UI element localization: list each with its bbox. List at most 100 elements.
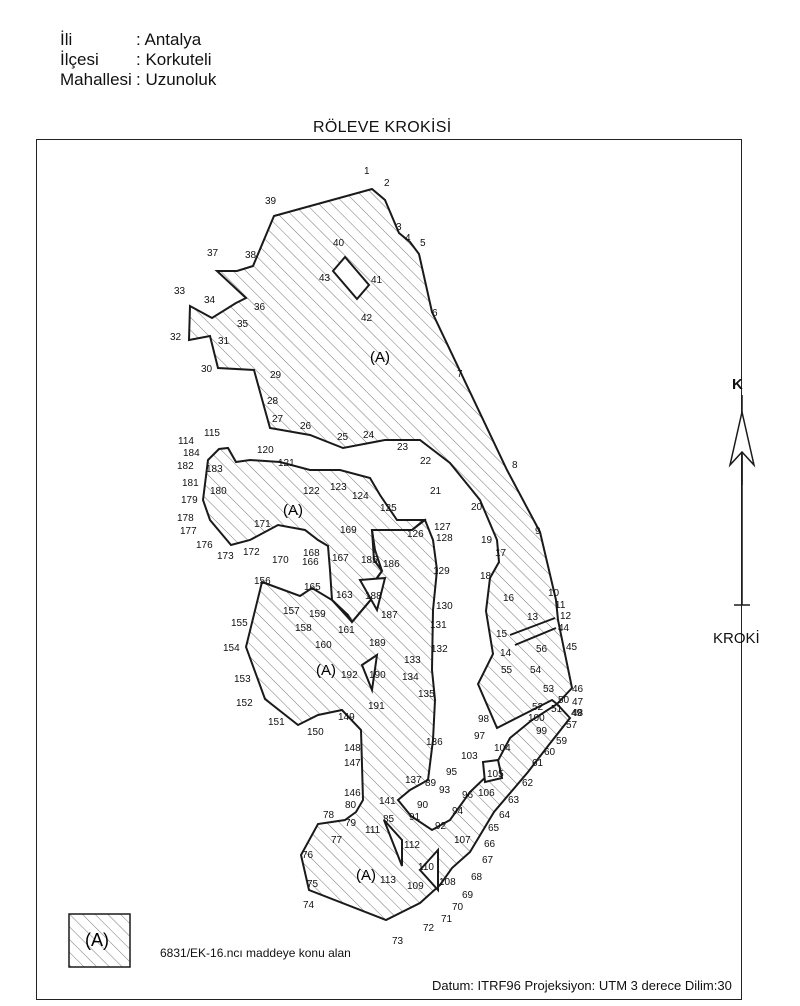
- datum-info: Datum: ITRF96 Projeksiyon: UTM 3 derece …: [432, 978, 732, 993]
- map-title: RÖLEVE KROKİSİ: [313, 119, 452, 136]
- point-label: 37: [207, 248, 219, 259]
- point-label: 187: [381, 610, 398, 621]
- point-label: 152: [236, 698, 253, 709]
- point-label: 5: [420, 238, 426, 249]
- point-label: 151: [268, 717, 285, 728]
- north-arrow-icon: [728, 395, 756, 606]
- point-label: 189: [369, 638, 386, 649]
- point-label: 90: [417, 800, 429, 811]
- point-label: 172: [243, 547, 260, 558]
- point-label: 131: [430, 620, 447, 631]
- point-label: 110: [418, 862, 434, 873]
- point-label: 14: [500, 648, 512, 659]
- point-label: 113: [380, 875, 396, 886]
- point-label: 64: [499, 810, 511, 821]
- point-label: 16: [503, 593, 515, 604]
- point-label: 44: [558, 623, 570, 634]
- area-label-southwest: (A): [356, 867, 376, 884]
- point-label: 96: [462, 790, 474, 801]
- parcel-north: [187, 187, 574, 730]
- point-label: 132: [431, 644, 448, 655]
- point-label: 15: [496, 629, 508, 640]
- point-label: 173: [217, 551, 234, 562]
- point-label: 171: [254, 519, 271, 530]
- parcel-south: [244, 518, 572, 922]
- point-label: 65: [488, 823, 500, 834]
- point-label: 168: [303, 548, 320, 559]
- point-label: 42: [361, 313, 373, 324]
- ilce-value: : Korkuteli: [136, 50, 212, 69]
- point-label: 183: [206, 464, 223, 475]
- point-label: 99: [536, 726, 548, 737]
- point-label: 115: [204, 428, 220, 439]
- point-label: 192: [341, 670, 358, 681]
- point-label: 93: [439, 785, 451, 796]
- point-label: 92: [435, 821, 447, 832]
- point-label: 128: [436, 533, 453, 544]
- point-label: 124: [352, 491, 369, 502]
- point-label: 103: [461, 751, 478, 762]
- strip-line-b: [514, 627, 557, 646]
- point-label: 157: [283, 606, 300, 617]
- point-label: 135: [418, 689, 435, 700]
- point-label: 36: [254, 302, 266, 313]
- point-label: 29: [270, 370, 282, 381]
- point-label: 180: [210, 486, 227, 497]
- point-label: 153: [234, 674, 251, 685]
- point-label: 32: [170, 332, 182, 343]
- point-label: 137: [405, 775, 422, 786]
- area-label-north: (A): [370, 349, 390, 366]
- point-label: 63: [508, 795, 520, 806]
- point-label: 71: [441, 914, 453, 925]
- point-label: 39: [265, 196, 277, 207]
- point-label: 53: [543, 684, 555, 695]
- point-label: 68: [471, 872, 483, 883]
- point-label: 55: [501, 665, 513, 676]
- point-label: 185: [361, 555, 378, 566]
- legend-swatch: (A): [68, 913, 131, 968]
- point-label: 19: [481, 535, 493, 546]
- point-label: 22: [420, 456, 432, 467]
- legend-symbol: (A): [85, 930, 109, 950]
- point-label: 21: [430, 486, 442, 497]
- point-label: 17: [495, 548, 507, 559]
- point-label: 177: [180, 526, 197, 537]
- point-label: 51: [551, 704, 563, 715]
- point-label: 25: [337, 432, 349, 443]
- point-label: 38: [245, 250, 257, 261]
- point-label: 126: [407, 529, 424, 540]
- point-label: 188: [365, 591, 382, 602]
- point-label: 75: [307, 879, 319, 890]
- point-label: 2: [384, 178, 390, 189]
- point-label: 30: [201, 364, 213, 375]
- point-label: 61: [532, 758, 544, 769]
- point-label: 67: [482, 855, 494, 866]
- point-label: 121: [278, 458, 295, 469]
- point-label: 147: [344, 758, 361, 769]
- point-label: 97: [474, 731, 486, 742]
- point-label: 46: [572, 684, 584, 695]
- point-label: 133: [404, 655, 421, 666]
- point-label: 50: [558, 695, 570, 706]
- point-label: 181: [182, 478, 199, 489]
- point-label: 80: [345, 800, 357, 811]
- point-label: 49: [571, 708, 583, 719]
- point-label: 161: [338, 625, 355, 636]
- point-label: 114: [178, 436, 194, 447]
- point-label: 165: [304, 582, 321, 593]
- point-label: 57: [566, 720, 578, 731]
- point-label: 186: [383, 559, 400, 570]
- point-label: 66: [484, 839, 496, 850]
- point-label: 77: [331, 835, 343, 846]
- point-label: 106: [478, 788, 495, 799]
- point-label: 149: [338, 712, 355, 723]
- point-label: 179: [181, 495, 198, 506]
- point-label: 23: [397, 442, 409, 453]
- point-label: 141: [379, 796, 396, 807]
- point-label: 11: [555, 600, 566, 611]
- point-label: 98: [478, 714, 490, 725]
- point-label: 190: [369, 670, 386, 681]
- point-label: 91: [409, 812, 421, 823]
- point-label: 20: [471, 502, 483, 513]
